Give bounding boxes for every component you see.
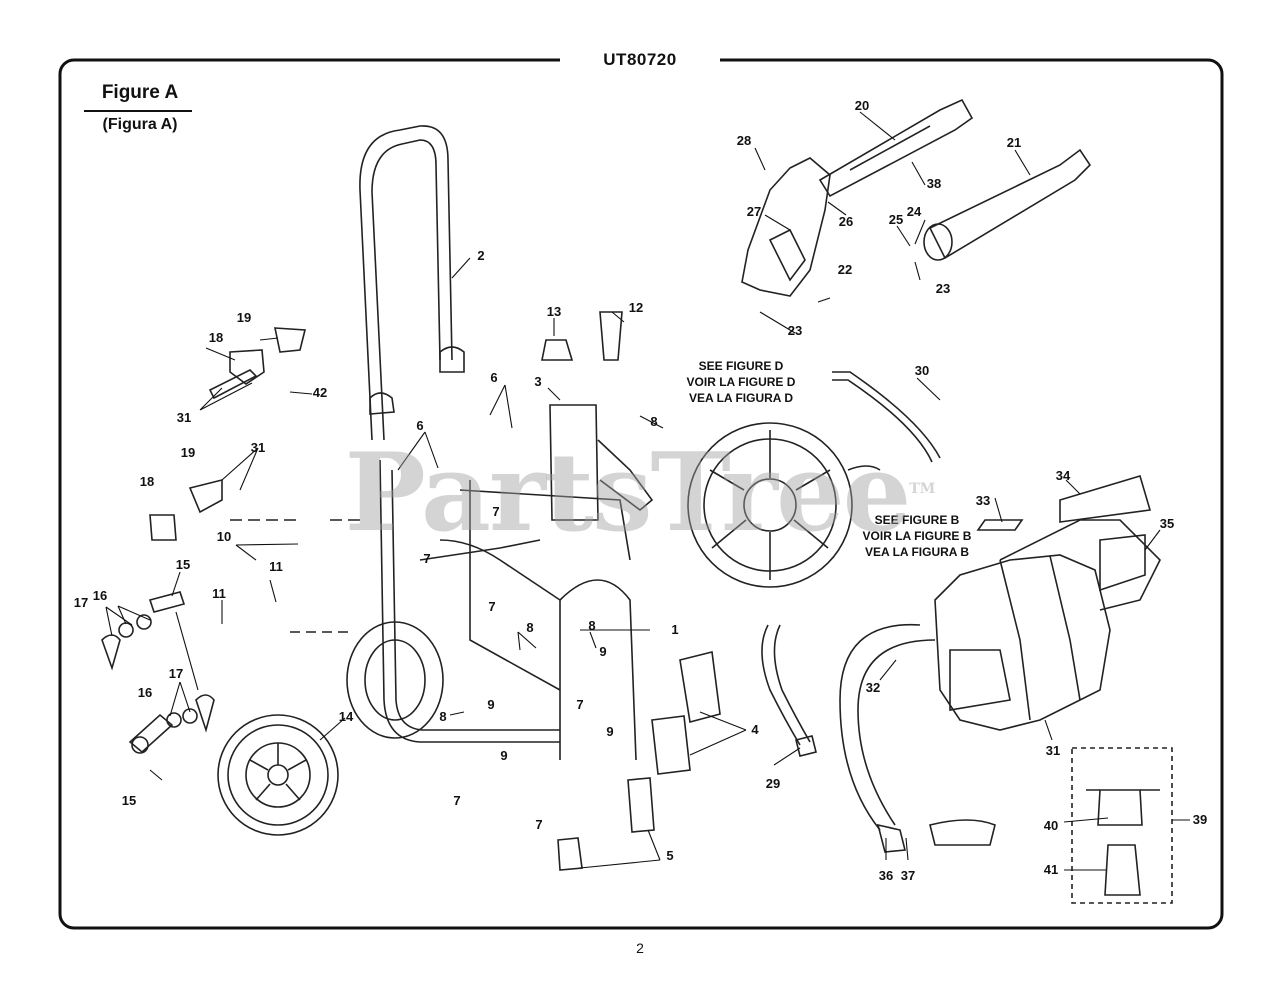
part-label-30: 30 [915, 363, 929, 378]
part-label-18: 18 [209, 330, 223, 345]
part-label-9: 9 [599, 644, 606, 659]
part-label-27: 27 [747, 204, 761, 219]
wheel-drawing [217, 714, 339, 836]
garden-hose-drawing [761, 624, 811, 746]
part-label-8: 8 [588, 618, 595, 633]
part-label-7: 7 [576, 697, 583, 712]
part-label-21: 21 [1007, 135, 1021, 150]
part-label-23: 23 [936, 281, 950, 296]
detergent-tank-box [1071, 747, 1173, 904]
spray-gun-drawing [741, 157, 831, 297]
model-number: UT80720 [560, 46, 720, 74]
part-label-3: 3 [534, 374, 541, 389]
part-label-4: 4 [751, 722, 759, 737]
part-label-31: 31 [251, 440, 265, 455]
part-label-31: 31 [177, 410, 191, 425]
part-label-11: 11 [212, 586, 226, 601]
part-label-13: 13 [547, 304, 561, 319]
handle-drawing [359, 125, 453, 441]
lance-drawing [928, 148, 1092, 260]
high-pressure-hose-drawing [839, 623, 936, 831]
leader-lines [105, 111, 1190, 871]
part-label-2: 2 [477, 248, 484, 263]
part-label-32: 32 [866, 680, 880, 695]
part-label-7: 7 [535, 817, 542, 832]
part-label-15: 15 [176, 557, 190, 572]
part-label-14: 14 [339, 709, 354, 724]
part-label-8: 8 [650, 414, 657, 429]
part-label-41: 41 [1044, 862, 1058, 877]
part-label-37: 37 [901, 868, 915, 883]
callout-figure-b-line-2: VOIR LA FIGURE B [863, 529, 972, 543]
part-label-34: 34 [1056, 468, 1071, 483]
callout-figure-d-line-3: VEA LA FIGURA D [689, 391, 793, 405]
page-number: 2 [636, 940, 644, 956]
part-label-8: 8 [526, 620, 533, 635]
callout-figure-b-line-1: SEE FIGURE B [875, 513, 960, 527]
callout-see-figure-d: SEE FIGURE D VOIR LA FIGURE D VEA LA FIG… [687, 359, 796, 405]
part-label-36: 36 [879, 868, 893, 883]
figure-subtitle: (Figura A) [102, 116, 178, 133]
part-label-10: 10 [217, 529, 231, 544]
part-label-23: 23 [788, 323, 802, 338]
part-label-42: 42 [313, 385, 327, 400]
part-drawings [101, 98, 1173, 904]
wand-drawing [832, 371, 941, 463]
part-label-35: 35 [1160, 516, 1174, 531]
callout-figure-d-line-1: SEE FIGURE D [699, 359, 784, 373]
part-label-12: 12 [629, 300, 643, 315]
part-label-16: 16 [93, 588, 107, 603]
part-label-20: 20 [855, 98, 869, 113]
part-label-33: 33 [976, 493, 990, 508]
part-label-26: 26 [839, 214, 853, 229]
part-label-19: 19 [237, 310, 251, 325]
part-label-9: 9 [487, 697, 494, 712]
callout-figure-d-line-2: VOIR LA FIGURE D [687, 375, 796, 389]
part-label-7: 7 [453, 793, 460, 808]
part-label-25: 25 [889, 212, 903, 227]
part-label-15: 15 [122, 793, 136, 808]
hose-reel-drawing [687, 422, 853, 588]
part-label-9: 9 [500, 748, 507, 763]
part-label-17: 17 [169, 666, 183, 681]
part-label-7: 7 [423, 551, 430, 566]
callout-figure-b-line-3: VEA LA FIGURA B [865, 545, 969, 559]
figure-title-rule [84, 110, 192, 112]
engine-pump-drawing [934, 554, 1111, 731]
part-label-11: 11 [269, 559, 283, 574]
part-label-31: 31 [1046, 743, 1060, 758]
part-label-16: 16 [138, 685, 152, 700]
part-label-8: 8 [439, 709, 446, 724]
part-label-40: 40 [1044, 818, 1058, 833]
part-label-29: 29 [766, 776, 780, 791]
part-label-7: 7 [488, 599, 495, 614]
part-label-24: 24 [907, 204, 922, 219]
part-label-6: 6 [416, 418, 423, 433]
part-label-28: 28 [737, 133, 751, 148]
part-label-5: 5 [666, 848, 673, 863]
frame-drawing [379, 459, 560, 743]
callout-see-figure-b: SEE FIGURE B VOIR LA FIGURE B VEA LA FIG… [863, 513, 972, 559]
part-label-18: 18 [140, 474, 154, 489]
part-label-39: 39 [1193, 812, 1207, 827]
part-label-6: 6 [490, 370, 497, 385]
part-label-7: 7 [492, 504, 499, 519]
part-label-22: 22 [838, 262, 852, 277]
figure-title: Figure A [101, 82, 179, 103]
part-label-1: 1 [671, 622, 678, 637]
part-label-19: 19 [181, 445, 195, 460]
part-label-9: 9 [606, 724, 613, 739]
part-label-17: 17 [74, 595, 88, 610]
part-label-38: 38 [927, 176, 941, 191]
